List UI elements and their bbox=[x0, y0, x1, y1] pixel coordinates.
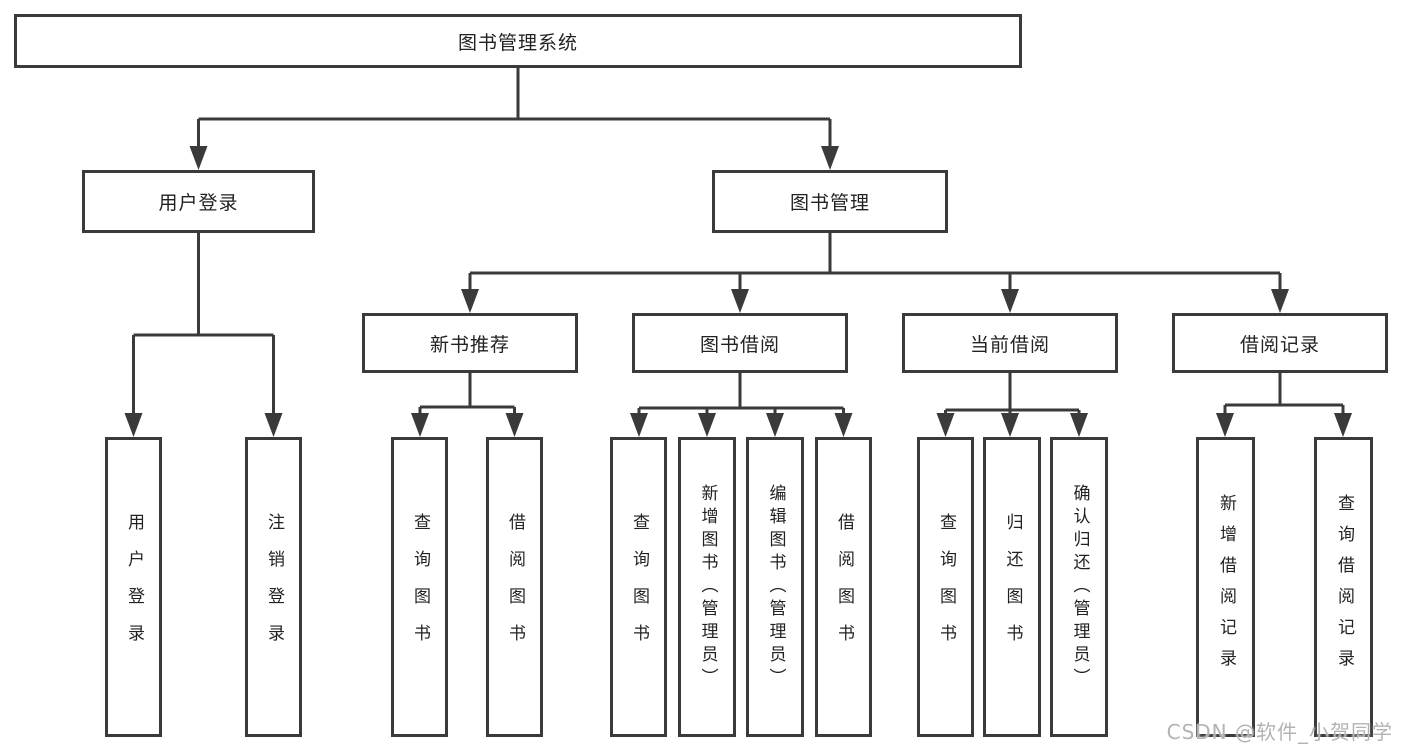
leaf-user-login-label: 用户登录 bbox=[124, 513, 144, 661]
leaf-edit-books-admin: 编辑图书（管理员） bbox=[746, 437, 804, 737]
node-book-borrow: 图书借阅 bbox=[632, 313, 848, 373]
node-current-borrow: 当前借阅 bbox=[902, 313, 1118, 373]
leaf-add-borrow-record-label: 新增借阅记录 bbox=[1216, 494, 1236, 680]
leaf-query-borrow-record: 查询借阅记录 bbox=[1314, 437, 1373, 737]
leaf-borrow-books-1: 借阅图书 bbox=[486, 437, 543, 737]
leaf-query-books-3: 查询图书 bbox=[917, 437, 974, 737]
leaf-query-borrow-record-label: 查询借阅记录 bbox=[1334, 494, 1354, 680]
leaf-confirm-return-admin: 确认归还（管理员） bbox=[1050, 437, 1108, 737]
node-book-management-label: 图书管理 bbox=[789, 192, 870, 214]
node-current-borrow-label: 当前借阅 bbox=[969, 333, 1050, 356]
leaf-add-books-admin-label: 新增图书（管理员） bbox=[697, 483, 718, 691]
connector-records-children bbox=[1216, 373, 1352, 437]
leaf-logout: 注销登录 bbox=[245, 437, 302, 737]
connector-userlogin-children bbox=[124, 233, 283, 437]
leaf-add-borrow-record: 新增借阅记录 bbox=[1196, 437, 1255, 737]
connector-current-children bbox=[936, 373, 1088, 437]
leaf-borrow-books-2-label: 借阅图书 bbox=[834, 513, 854, 661]
leaf-query-books-1: 查询图书 bbox=[391, 437, 448, 737]
leaf-return-books: 归还图书 bbox=[983, 437, 1041, 737]
leaf-confirm-return-admin-label: 确认归还（管理员） bbox=[1069, 483, 1090, 691]
node-book-borrow-label: 图书借阅 bbox=[699, 333, 780, 356]
leaf-logout-label: 注销登录 bbox=[264, 513, 284, 661]
node-root: 图书管理系统 bbox=[14, 14, 1022, 68]
leaf-borrow-books-2: 借阅图书 bbox=[815, 437, 872, 737]
leaf-query-books-2: 查询图书 bbox=[610, 437, 667, 737]
node-borrow-records: 借阅记录 bbox=[1172, 313, 1388, 373]
leaf-query-books-1-label: 查询图书 bbox=[410, 513, 430, 661]
leaf-query-books-3-label: 查询图书 bbox=[936, 513, 956, 661]
connector-bookmgmt-to-level3 bbox=[461, 233, 1289, 313]
leaf-query-books-2-label: 查询图书 bbox=[629, 513, 649, 661]
node-user-login: 用户登录 bbox=[82, 170, 315, 233]
csdn-watermark: CSDN @软件_小贺同学 bbox=[1166, 720, 1393, 744]
node-new-book-recommend-label: 新书推荐 bbox=[429, 333, 510, 356]
connector-borrowing-children bbox=[630, 373, 853, 437]
node-book-management: 图书管理 bbox=[712, 170, 948, 233]
leaf-edit-books-admin-label: 编辑图书（管理员） bbox=[765, 483, 786, 691]
leaf-add-books-admin: 新增图书（管理员） bbox=[678, 437, 736, 737]
node-new-book-recommend: 新书推荐 bbox=[362, 313, 578, 373]
node-root-label: 图书管理系统 bbox=[457, 31, 578, 54]
connector-root-to-level2 bbox=[189, 68, 839, 170]
node-user-login-label: 用户登录 bbox=[158, 192, 239, 214]
leaf-return-books-label: 归还图书 bbox=[1002, 513, 1023, 661]
connector-newbooks-children bbox=[411, 373, 524, 437]
leaf-borrow-books-1-label: 借阅图书 bbox=[505, 513, 525, 661]
node-borrow-records-label: 借阅记录 bbox=[1239, 333, 1320, 356]
leaf-user-login: 用户登录 bbox=[105, 437, 162, 737]
